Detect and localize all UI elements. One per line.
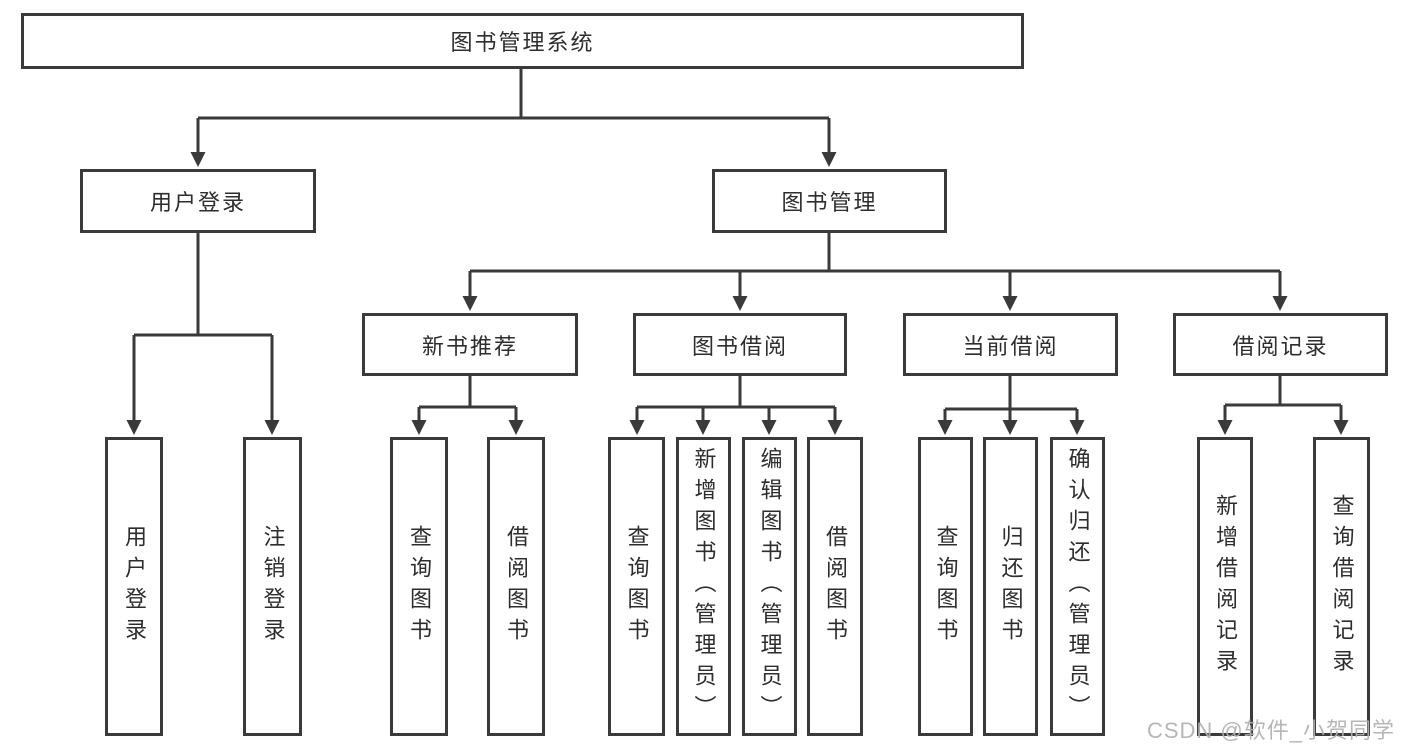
leaf-current-query-books: 查询图书	[918, 437, 973, 736]
node-new-book-recommend: 新书推荐	[362, 313, 578, 376]
leaf-add-borrow-record: 新增借阅记录	[1197, 437, 1253, 736]
edge-book-borrow-children	[629, 376, 843, 435]
node-borrow-records: 借阅记录	[1173, 313, 1388, 376]
leaf-edit-books-admin: 编辑图书（管理员）	[742, 437, 797, 736]
node-root: 图书管理系统	[21, 13, 1024, 69]
leaf-confirm-return-admin: 确认归还（管理员）	[1050, 437, 1105, 736]
leaf-borrow-books: 借阅图书	[807, 437, 863, 736]
node-user-login: 用户登录	[80, 169, 316, 233]
leaf-recommend-query-books: 查询图书	[390, 437, 448, 736]
leaf-return-books: 归还图书	[983, 437, 1038, 736]
csdn-watermark: CSDN @软件_小贺同学	[1146, 718, 1395, 743]
leaf-borrow-query-books: 查询图书	[608, 437, 665, 736]
edge-borrow-records-children	[1217, 376, 1349, 435]
leaf-add-books-admin: 新增图书（管理员）	[676, 437, 731, 736]
node-current-borrow: 当前借阅	[903, 313, 1118, 376]
leaf-logout: 注销登录	[243, 437, 302, 736]
leaf-user-login: 用户登录	[105, 437, 163, 736]
edge-root-to-level2	[190, 69, 837, 167]
node-book-management: 图书管理	[712, 169, 947, 233]
leaf-recommend-borrow-books: 借阅图书	[487, 437, 545, 736]
node-book-borrow: 图书借阅	[633, 313, 847, 376]
edge-user-login-children	[126, 233, 280, 435]
edge-current-borrow-children	[937, 376, 1085, 435]
leaf-query-borrow-record: 查询借阅记录	[1313, 437, 1370, 736]
edge-book-management-children	[462, 233, 1288, 311]
edge-new-book-recommend-children	[411, 376, 524, 435]
